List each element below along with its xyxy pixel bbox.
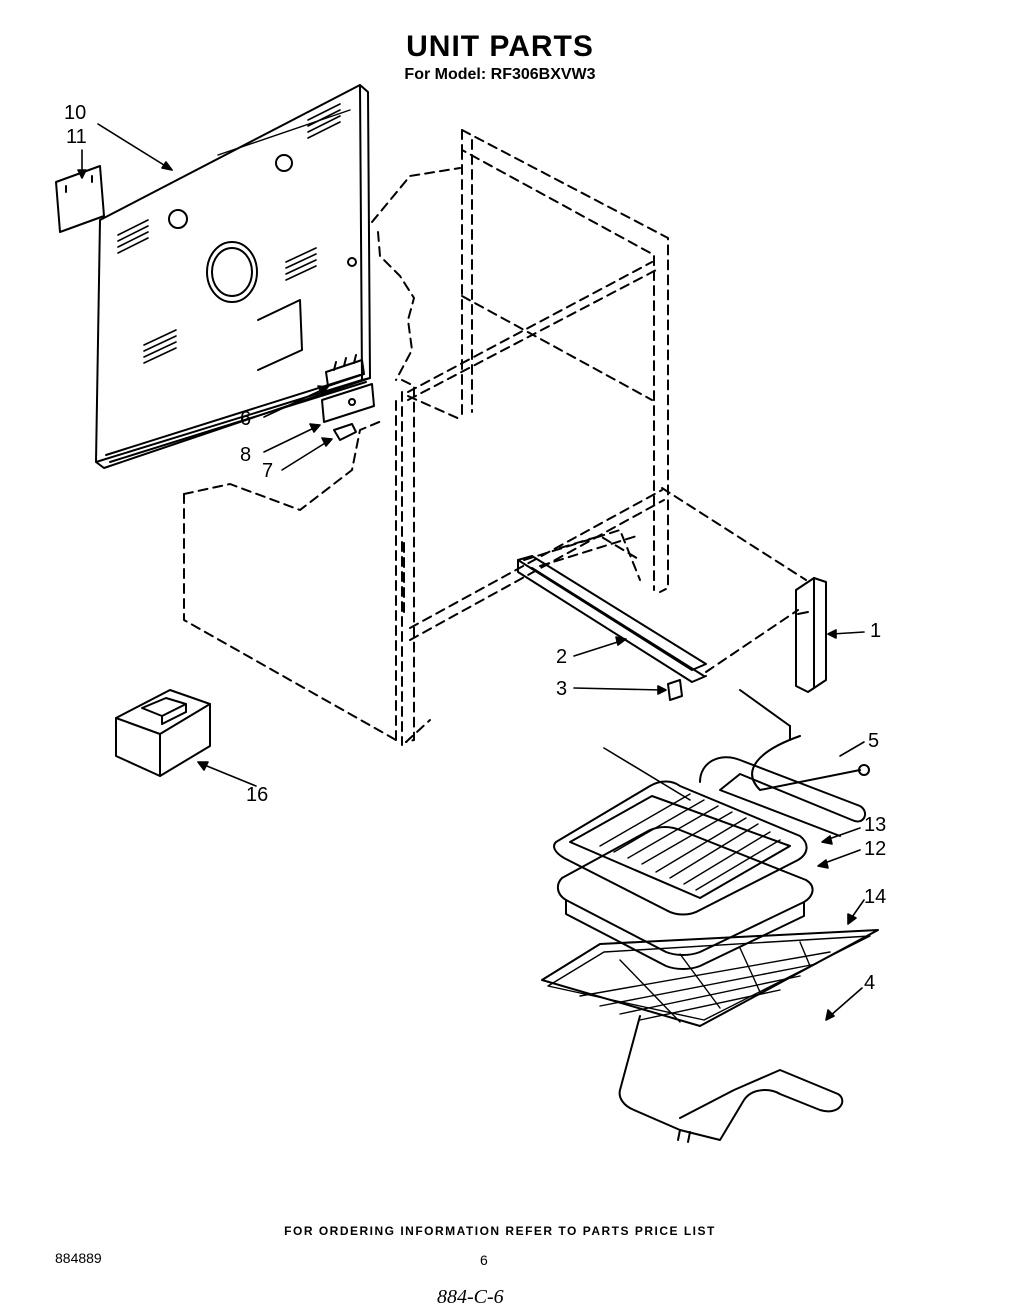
rear-panel-part-10 <box>96 85 370 468</box>
callout-14: 14 <box>864 886 887 908</box>
terminal-block-part-6 <box>326 355 364 386</box>
callout-5: 5 <box>868 730 880 752</box>
callout-1: 1 <box>870 620 882 642</box>
box-part-16 <box>116 690 210 776</box>
cabinet-frame <box>184 130 806 745</box>
plate-part-8 <box>322 384 374 422</box>
callout-11: 11 <box>66 126 87 148</box>
ordering-info-note: FOR ORDERING INFORMATION REFER TO PARTS … <box>284 1224 716 1238</box>
callout-7: 7 <box>262 460 274 482</box>
callout-12: 12 <box>864 838 887 860</box>
broiler-grid-part-13 <box>554 782 807 915</box>
callout-16: 16 <box>246 784 269 806</box>
callout-10: 10 <box>64 102 87 124</box>
callout-3: 3 <box>556 678 568 700</box>
rail-part-2 <box>518 556 706 682</box>
callout-8: 8 <box>240 444 252 466</box>
bracket-part-11 <box>56 166 104 232</box>
broiler-pan-part-12 <box>558 827 813 969</box>
louvers <box>118 104 340 363</box>
bake-element-part-4 <box>620 1016 843 1142</box>
page-number: 6 <box>480 1252 488 1268</box>
page-title: UNIT PARTS <box>406 30 594 63</box>
model-subtitle: For Model: RF306BXVW3 <box>404 66 596 83</box>
callout-2: 2 <box>556 646 568 668</box>
bracket-part-3 <box>668 680 682 700</box>
clip-part-7 <box>334 424 356 440</box>
callout-6: 6 <box>240 408 252 430</box>
oven-rack-part-14 <box>542 930 878 1026</box>
cover-part-1 <box>796 578 826 692</box>
element-part-5 <box>604 690 869 836</box>
handwritten-code: 884-C-6 <box>437 1286 504 1308</box>
callout-4: 4 <box>864 972 876 994</box>
callout-13: 13 <box>864 814 887 836</box>
document-number: 884889 <box>55 1250 102 1266</box>
leader-lines <box>78 124 864 1020</box>
